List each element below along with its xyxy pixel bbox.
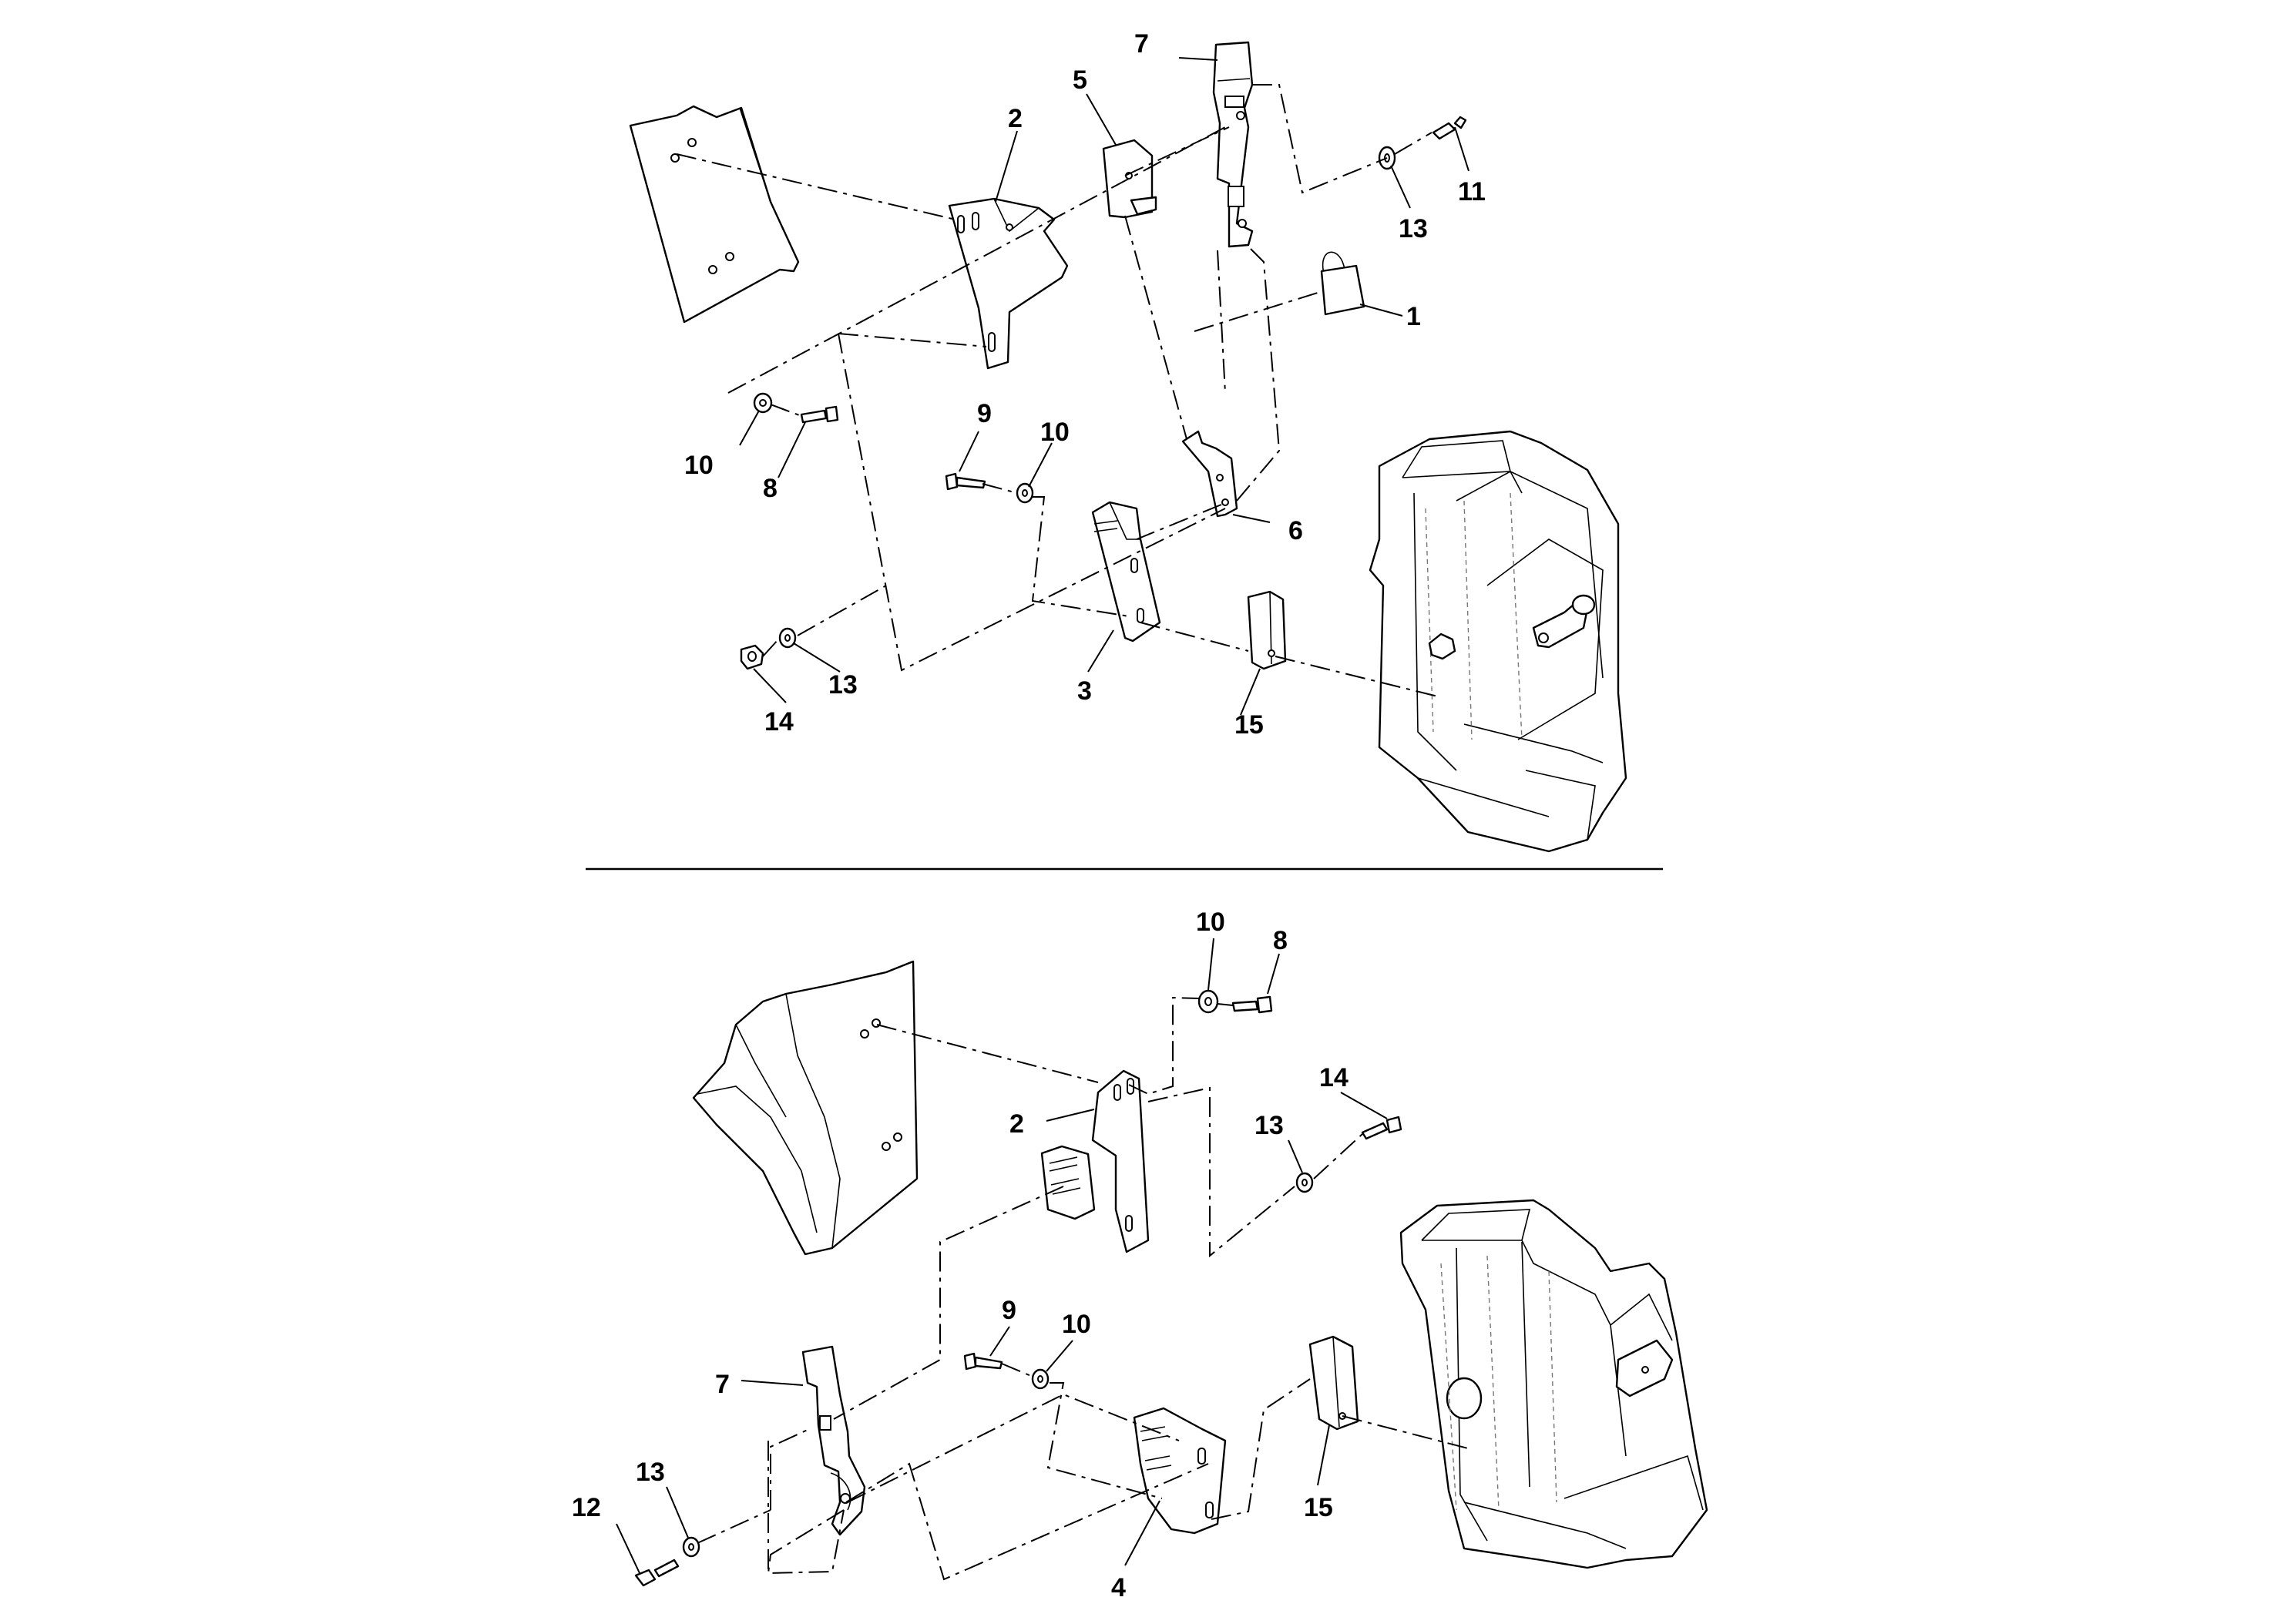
upper-nut-14	[740, 644, 764, 670]
lower-washer-10b	[1031, 1368, 1050, 1390]
lower-assembly-lines	[697, 996, 1469, 1581]
callout-10: 10	[1040, 418, 1070, 447]
lower-screw-9	[963, 1352, 1003, 1371]
callout-10: 10	[1196, 908, 1225, 937]
upper-bracket-3	[1091, 501, 1161, 643]
upper-screw-11	[1432, 116, 1467, 140]
callout-6: 6	[1288, 516, 1303, 545]
lower-screw-8	[1231, 995, 1273, 1014]
callout-4: 4	[1111, 1573, 1126, 1602]
lower-screw-14	[1361, 1116, 1402, 1140]
callout-11: 11	[1458, 177, 1486, 206]
callout-12: 12	[572, 1493, 601, 1522]
callout-15: 15	[1234, 710, 1264, 740]
callout-10: 10	[1062, 1310, 1091, 1339]
lower-washer-10a	[1197, 989, 1219, 1014]
lower-bracket-2	[1040, 1069, 1150, 1253]
callout-13: 13	[1399, 214, 1428, 243]
callout-9: 9	[977, 399, 992, 428]
upper-screw-9	[945, 472, 986, 491]
lower-mounting-panel	[692, 960, 919, 1256]
upper-washer-10a	[753, 392, 773, 414]
upper-mounting-panel	[629, 105, 800, 324]
lower-latch-7	[801, 1345, 866, 1536]
upper-clip-5	[1102, 139, 1157, 219]
callout-13: 13	[1254, 1111, 1284, 1140]
lower-leader-lines	[616, 938, 1388, 1574]
upper-washer-13b	[778, 627, 797, 649]
lower-screw-12	[634, 1559, 680, 1587]
callout-7: 7	[715, 1370, 730, 1399]
lower-view: 2 4 7 8 9 10 10 12 13 13 14 15	[572, 908, 1708, 1602]
upper-callouts: 1 2 3 5 6 7 8 9 10 10 11 13 13 14 15	[684, 29, 1486, 740]
upper-bracket-2	[948, 197, 1069, 370]
upper-screw-8	[800, 405, 839, 424]
upper-padlock-1	[1320, 251, 1365, 316]
upper-view: 1 2 3 5 6 7 8 9 10 10 11 13 13 14 15	[629, 29, 1627, 853]
lower-block-15	[1308, 1335, 1359, 1431]
callout-8: 8	[763, 474, 778, 503]
callout-7: 7	[1134, 29, 1149, 59]
lower-bracket-4	[1133, 1407, 1227, 1535]
lower-washer-13b	[682, 1536, 700, 1558]
callout-1: 1	[1406, 302, 1421, 331]
callout-14: 14	[764, 707, 794, 737]
upper-latch-7	[1212, 41, 1254, 248]
callout-10: 10	[684, 451, 714, 480]
callout-15: 15	[1304, 1493, 1333, 1522]
upper-bracket-6	[1181, 430, 1238, 518]
callout-2: 2	[1008, 104, 1023, 133]
upper-assembly-lines	[676, 84, 1442, 698]
upper-leader-lines	[739, 57, 1469, 716]
callout-8: 8	[1273, 926, 1288, 955]
lower-washer-13a	[1295, 1172, 1314, 1193]
lower-callouts: 2 4 7 8 9 10 10 12 13 13 14 15	[572, 908, 1349, 1602]
callout-13: 13	[828, 670, 858, 700]
callout-14: 14	[1319, 1063, 1349, 1092]
callout-2: 2	[1009, 1109, 1024, 1139]
callout-5: 5	[1073, 65, 1087, 95]
callout-13: 13	[636, 1458, 665, 1487]
callout-3: 3	[1077, 676, 1092, 706]
lower-enclosure-housing	[1399, 1199, 1708, 1569]
upper-block-15	[1247, 590, 1287, 670]
upper-enclosure-housing	[1369, 430, 1627, 853]
callout-9: 9	[1002, 1296, 1016, 1325]
upper-washer-10b	[1016, 482, 1034, 504]
